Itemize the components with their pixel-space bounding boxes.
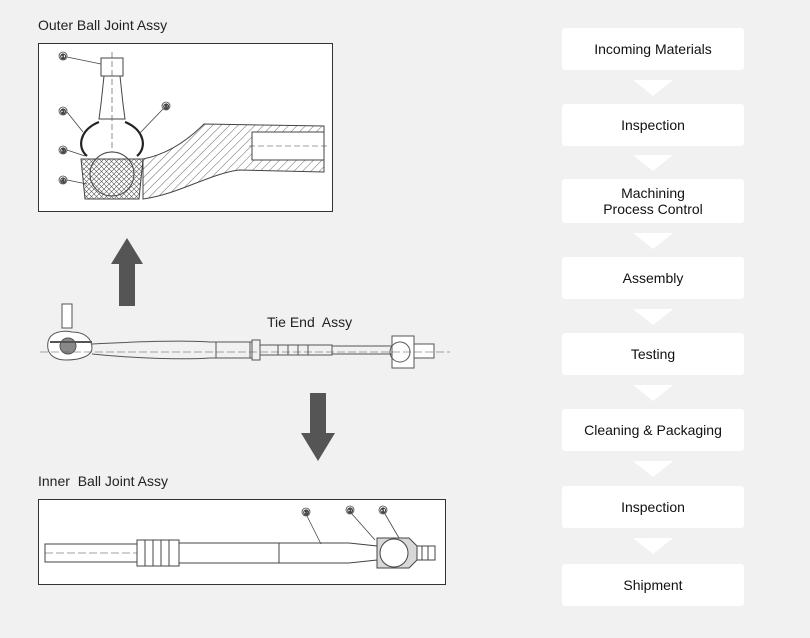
callout-1: ① [58,51,102,65]
callout-2-label: ② [60,108,66,116]
flow-chevron-icon [633,155,673,171]
inner-callout-1: ① [378,505,400,539]
tie-end-drawing [40,298,450,390]
flow-chevron-icon [633,538,673,554]
dust-boot [80,120,144,157]
up-arrow-icon [111,238,143,306]
flow-step-cleaning-packaging: Cleaning & Packaging [562,409,744,451]
housing [80,123,327,200]
flow-chevron-icon [633,80,673,96]
tie-end-title: Tie End Assy [267,314,353,330]
inner-callout-3: ③ [301,507,322,545]
callout-4: ④ [58,175,88,185]
flow-chevron-icon [633,385,673,401]
flow-step-inspection: Inspection [562,104,744,146]
callout-4-label: ④ [60,177,66,185]
flow-step-shipment: Shipment [562,564,744,606]
flow-step-final-inspection: Inspection [562,486,744,528]
flow-chevron-icon [633,309,673,325]
down-arrow-icon [301,393,335,461]
flow-step-machining: Machining Process Control [562,179,744,223]
callout-5: ⑤ [138,101,171,135]
inner-callout-2-label: ② [347,507,353,515]
callout-1-label: ① [60,53,66,61]
inner-callout-1-label: ① [380,507,386,515]
inner-callout-2: ② [345,505,376,541]
callout-2: ② [58,106,84,133]
flow-chevron-icon [633,233,673,249]
flow-step-assembly: Assembly [562,257,744,299]
outer-ball-joint-drawing: ① ② ③ ④ ⑤ [38,43,333,212]
callout-5-label: ⑤ [163,103,169,111]
inner-ball-joint-title: Inner Ball Joint Assy [38,473,168,489]
inner-ball-joint-drawing: ③ ② ① [38,499,446,585]
inner-callout-3-label: ③ [303,509,309,517]
callout-3: ③ [58,145,86,157]
flow-step-testing: Testing [562,333,744,375]
callout-3-label: ③ [60,147,66,155]
outer-ball-joint-title: Outer Ball Joint Assy [38,17,168,33]
flow-step-incoming-materials: Incoming Materials [562,28,744,70]
flow-chevron-icon [633,461,673,477]
